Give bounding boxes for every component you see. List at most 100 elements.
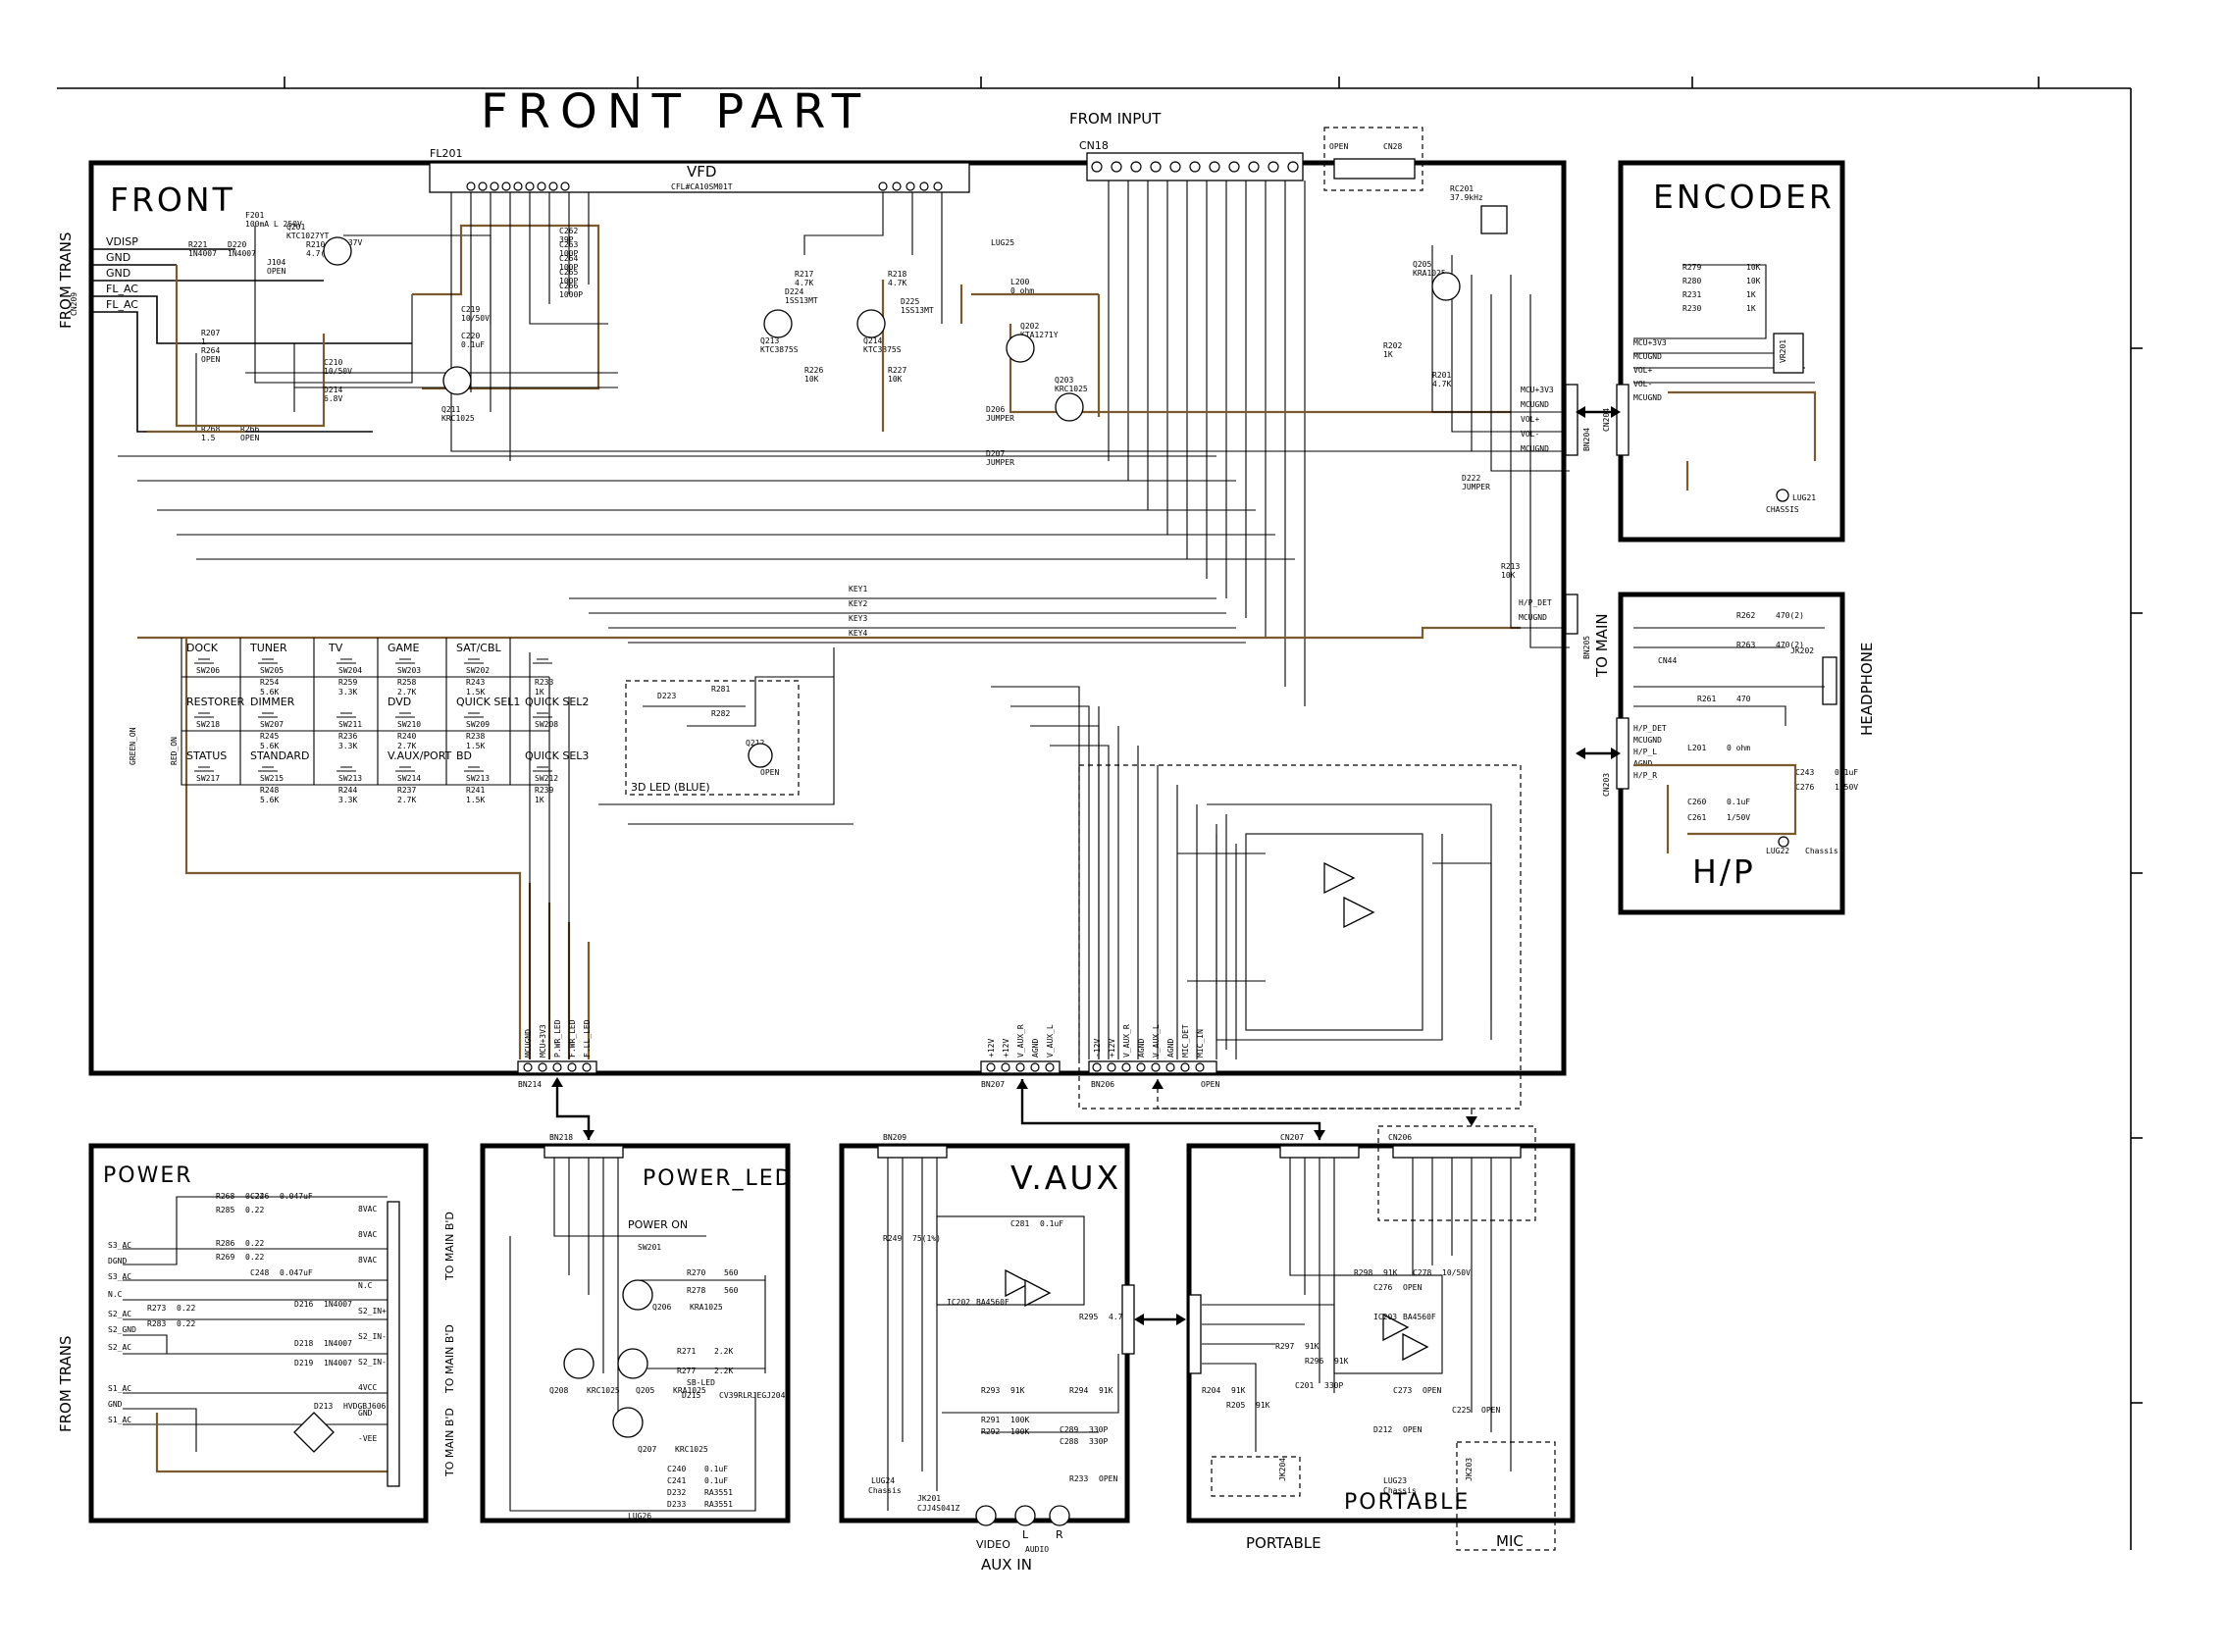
interconnect-arrows	[551, 406, 1621, 1325]
switch-ref: SW214	[397, 774, 421, 783]
part-ref: R285	[216, 1206, 234, 1214]
connector-pin-label: F.WR_LED	[568, 1019, 577, 1058]
part-ref: D222	[1462, 474, 1480, 483]
hp-pin-label: MCUGND	[1633, 736, 1662, 745]
hp-pin-label: H/P_R	[1633, 771, 1657, 780]
switch-label: QUICK SEL3	[525, 749, 589, 762]
svg-text:TO MAIN B'D: TO MAIN B'D	[443, 1324, 456, 1394]
switch-symbol	[533, 712, 552, 718]
part-value: KRC1025	[1055, 385, 1088, 393]
switch-symbol	[395, 766, 415, 772]
part-value: 1N4007	[188, 249, 217, 258]
part-value: 1/50V	[1835, 783, 1858, 792]
part-value: 0.1uF	[1835, 768, 1858, 777]
part-value: 330P	[1089, 1425, 1108, 1434]
net-key3: KEY3	[849, 614, 867, 623]
vfd-pin	[525, 181, 535, 191]
connector-pin	[582, 1062, 592, 1072]
part-ref: Q207	[638, 1445, 656, 1454]
part-value: 4.7(1)	[306, 249, 335, 258]
cn18-pin	[1287, 161, 1299, 173]
part-ref: D207	[986, 449, 1005, 458]
part-ref: R263	[1736, 641, 1755, 649]
svg-text:CN203: CN203	[1602, 773, 1611, 797]
page-title: FRONT PART	[481, 84, 870, 139]
power-output-label: N.C	[358, 1281, 373, 1290]
switch-resistor: R258	[397, 678, 416, 687]
part-ref: F201	[245, 211, 264, 220]
part-ref: RC201	[1450, 184, 1474, 193]
part-ref: R279	[1682, 263, 1701, 272]
svg-text:TO MAIN B'D: TO MAIN B'D	[443, 1212, 456, 1281]
part-value: 39P	[559, 235, 574, 244]
svg-text:CN44: CN44	[1658, 656, 1677, 665]
part-value: 4.7	[1109, 1313, 1123, 1321]
part-ref: R217	[795, 270, 813, 279]
connector-pin	[1165, 1062, 1175, 1072]
part-ref: C276	[1795, 783, 1814, 792]
switch-label: GAME	[388, 642, 420, 654]
part-value: KTC3875S	[760, 345, 799, 354]
part-ref: R227	[888, 366, 906, 375]
svg-text:CJJ4S041Z: CJJ4S041Z	[917, 1504, 960, 1513]
part-ref: R296	[1305, 1357, 1323, 1366]
encoder-pin-label: MCUGND	[1633, 393, 1662, 402]
connector-pin-label: +12V	[1002, 1039, 1010, 1058]
vfd-pin	[892, 181, 902, 191]
part-ref: R280	[1682, 277, 1701, 285]
encoder-title: ENCODER	[1653, 178, 1835, 216]
part-ref: R204	[1202, 1386, 1220, 1395]
part-value: 0.22	[245, 1253, 264, 1262]
svg-text:CN207: CN207	[1280, 1133, 1304, 1142]
vfd-part: CFL#CA10SM01T	[671, 182, 733, 191]
part-ref: D213	[314, 1402, 333, 1411]
part-ref: SB-LED	[687, 1378, 715, 1387]
headphone-label: HEADPHONE	[1858, 643, 1876, 736]
power-output-label: 8VAC	[358, 1205, 377, 1213]
connector-pin-label: F.LL_LED	[583, 1019, 592, 1058]
part-value: HVDGBJ606	[343, 1402, 387, 1411]
part-value: 1SS13MT	[901, 306, 934, 315]
part-ref: R205	[1226, 1401, 1245, 1410]
connector-pin	[1030, 1062, 1040, 1072]
part-value: 10K	[1746, 263, 1761, 272]
part-ref: R268	[201, 425, 220, 434]
connector-pin	[1195, 1062, 1205, 1072]
part-value: OPEN	[1423, 1386, 1441, 1395]
part-value: KTC1027YT	[286, 232, 330, 240]
sheet-frame	[57, 77, 2143, 1550]
part-value: RA3551	[704, 1488, 733, 1497]
part-value: 10/50V	[461, 314, 490, 323]
part-value: 4.7K	[888, 279, 906, 287]
vfd-pin	[478, 181, 488, 191]
part-ref: R283	[147, 1319, 166, 1328]
part-value: 6.8V	[324, 394, 342, 403]
part-ref: R291	[981, 1416, 1000, 1424]
part-ref: LUG26	[628, 1512, 651, 1521]
part-ref: IC203	[1373, 1313, 1397, 1321]
svg-text:FL201: FL201	[430, 147, 462, 160]
switch-resistor-value: 2.7K	[397, 796, 416, 804]
part-ref: L200	[1010, 278, 1029, 286]
part-value: 100K	[1010, 1416, 1029, 1424]
